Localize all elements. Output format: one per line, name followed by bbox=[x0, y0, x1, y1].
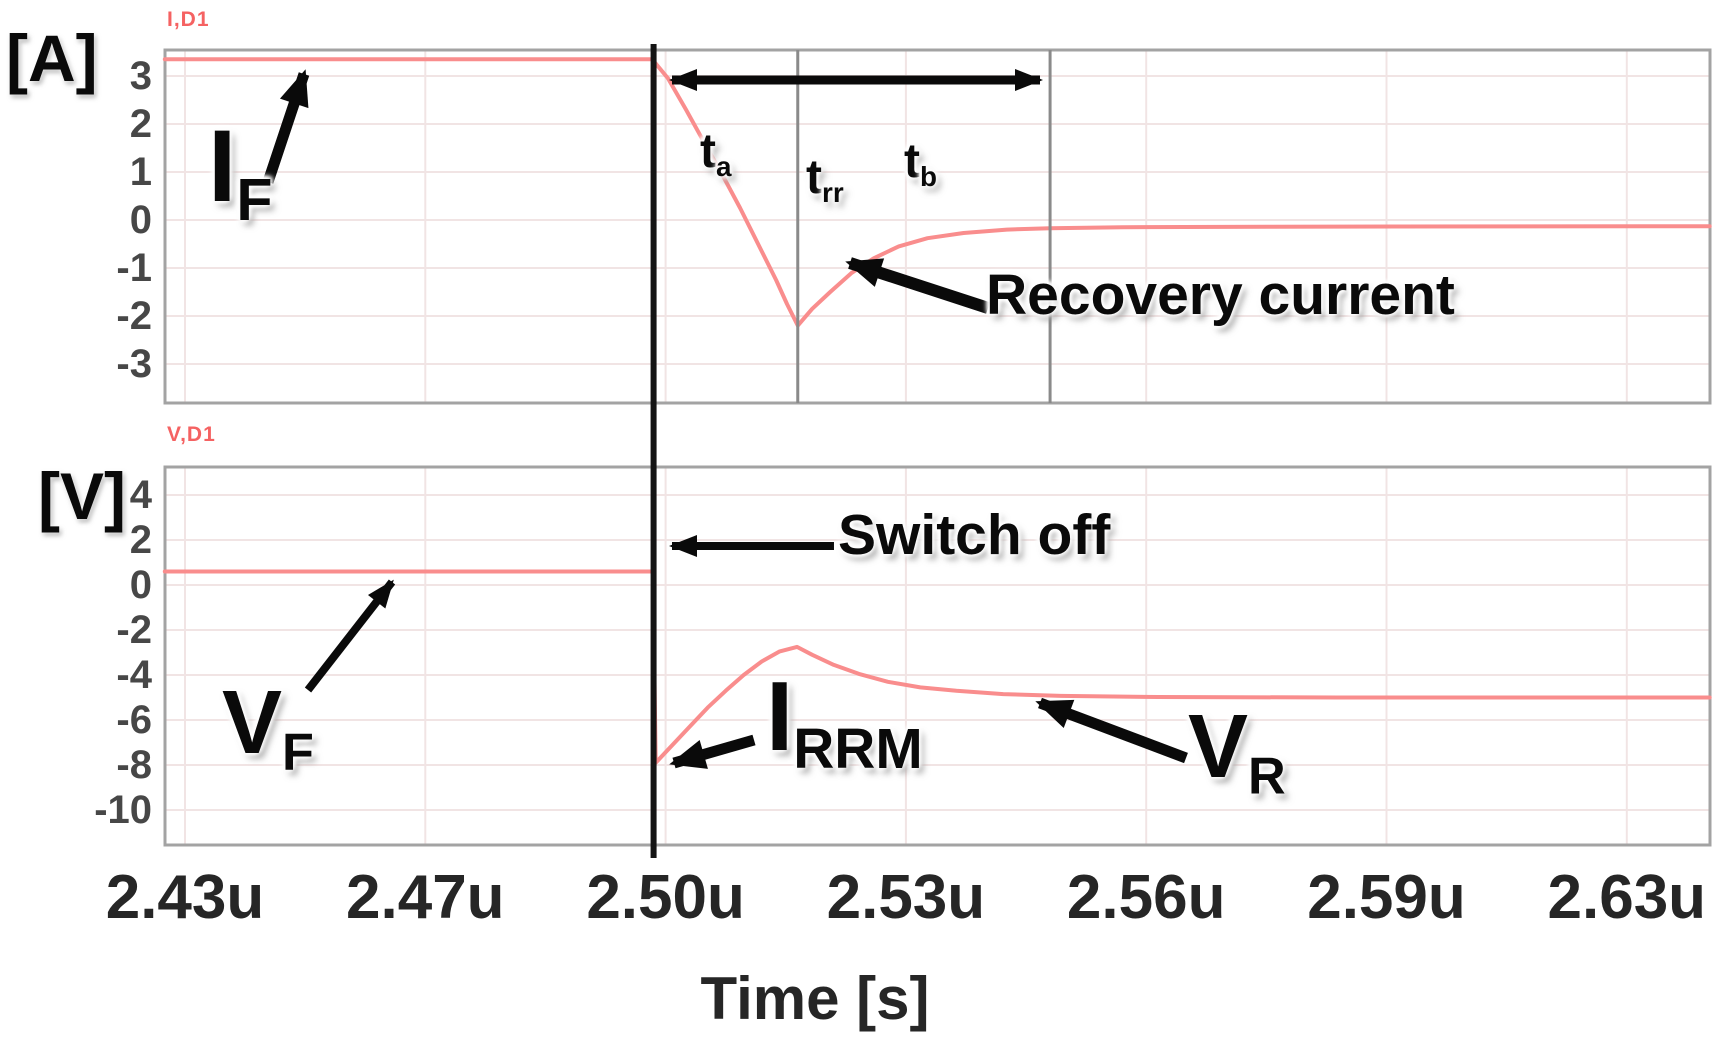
if-label: IF bbox=[208, 108, 272, 233]
recovery-current-label: Recovery current bbox=[986, 263, 1455, 327]
y-tick-label: -3 bbox=[116, 342, 152, 386]
y-tick-label: 2 bbox=[129, 102, 152, 146]
vr-main: V bbox=[1188, 697, 1249, 797]
y-tick-label: -2 bbox=[116, 294, 152, 338]
irrm-sub: RRM bbox=[793, 718, 923, 782]
if-sub: F bbox=[236, 165, 273, 233]
x-tick-label: 2.63u bbox=[1547, 863, 1707, 932]
y-tick-label: 0 bbox=[129, 198, 152, 242]
vf-main: V bbox=[222, 673, 283, 773]
if-main: I bbox=[208, 109, 237, 223]
trr-sub: rr bbox=[821, 176, 844, 208]
y-tick-label: 1 bbox=[129, 150, 152, 194]
trr-main: t bbox=[806, 151, 822, 204]
voltage-plot-border bbox=[163, 465, 1712, 847]
y-tick-label: -2 bbox=[116, 608, 152, 652]
x-tick-label: 2.47u bbox=[346, 863, 505, 932]
vf-label: VF bbox=[222, 672, 314, 782]
y-tick-label: -1 bbox=[116, 246, 152, 290]
trr-label: trr bbox=[806, 150, 844, 208]
ta-label: ta bbox=[700, 124, 731, 182]
switch-off-label: Switch off bbox=[838, 503, 1111, 567]
y-tick-label: -10 bbox=[94, 788, 152, 832]
y-tick-label: -8 bbox=[116, 743, 152, 787]
x-tick-label: 2.53u bbox=[826, 863, 986, 932]
irrm-main: I bbox=[766, 661, 794, 771]
ta-sub: a bbox=[715, 150, 732, 182]
voltage-plot-area bbox=[165, 467, 1710, 845]
voltage-signal-name: V,D1 bbox=[167, 423, 216, 446]
vr-label: VR bbox=[1188, 696, 1286, 806]
vr-sub: R bbox=[1248, 747, 1286, 806]
x-tick-label: 2.43u bbox=[105, 863, 265, 932]
voltage-unit-label: [V] bbox=[38, 459, 126, 533]
current-trace bbox=[162, 57, 1712, 328]
tb-sub: b bbox=[919, 160, 937, 192]
irrm-label: IRRM bbox=[766, 660, 923, 781]
y-tick-label: -4 bbox=[116, 653, 152, 697]
x-tick-label: 2.56u bbox=[1066, 863, 1226, 932]
current-signal-name: I,D1 bbox=[167, 8, 210, 31]
time-axis-label: Time [s] bbox=[700, 965, 930, 1032]
y-tick-label: 2 bbox=[129, 518, 152, 562]
tb-main: t bbox=[904, 135, 920, 188]
y-tick-label: 4 bbox=[129, 473, 152, 517]
tb-label: tb bbox=[904, 134, 937, 192]
y-tick-label: -6 bbox=[116, 698, 152, 742]
ta-main: t bbox=[700, 125, 716, 178]
x-tick-label: 2.50u bbox=[586, 863, 745, 932]
x-tick-label: 2.59u bbox=[1307, 863, 1466, 932]
y-tick-label: 0 bbox=[129, 563, 152, 607]
current-unit-label: [A] bbox=[6, 21, 98, 95]
vf-sub: F bbox=[282, 723, 314, 782]
y-tick-label: 3 bbox=[129, 54, 152, 98]
